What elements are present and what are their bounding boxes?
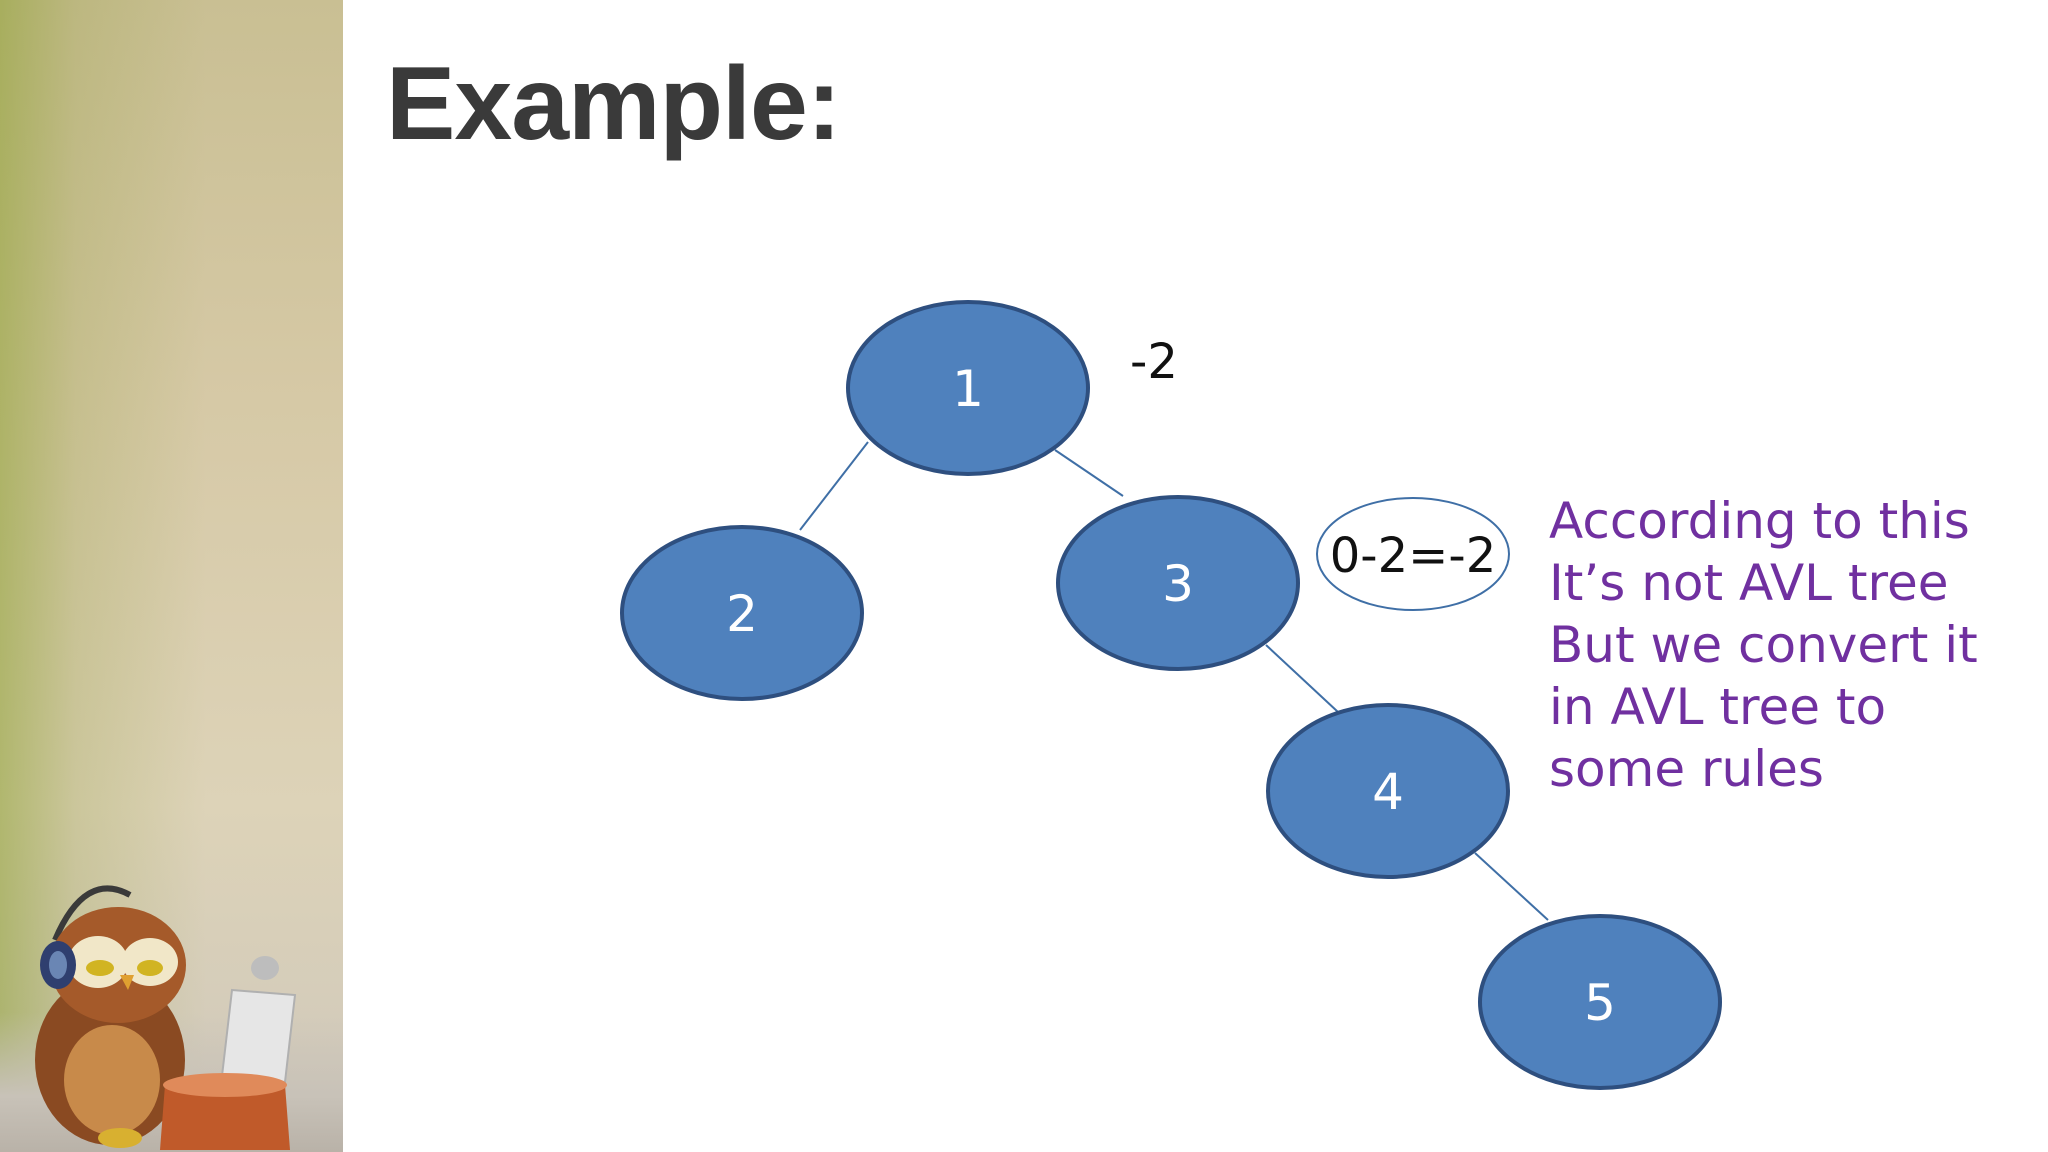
owl-figure-image: [35, 885, 297, 1150]
node-label: 1: [952, 360, 984, 418]
node-label: 2: [726, 585, 758, 643]
node-label: 5: [1584, 974, 1616, 1032]
edge-4-5: [1474, 852, 1549, 921]
root-balance-factor: -2: [1130, 334, 1178, 390]
explanation-note: According to this It’s not AVL tree But …: [1549, 490, 1978, 800]
note-line: in AVL tree to: [1549, 678, 1887, 736]
edge-1-2: [799, 441, 869, 531]
note-line: some rules: [1549, 740, 1824, 798]
tree-node-4: 4: [1266, 703, 1510, 879]
tree-node-2: 2: [620, 525, 864, 701]
tree-node-5: 5: [1478, 914, 1722, 1090]
slide-title: Example:: [386, 46, 841, 162]
note-line: It’s not AVL tree: [1549, 554, 1949, 612]
note-line: According to this: [1549, 492, 1970, 550]
edge-3-4: [1265, 644, 1339, 713]
tree-node-3: 3: [1056, 495, 1300, 671]
side-panel: [0, 0, 343, 1152]
node-label: 3: [1162, 555, 1194, 613]
balance-calculation: 0-2=-2: [1316, 497, 1510, 611]
tree-node-1: 1: [846, 300, 1090, 476]
node-label: 4: [1372, 763, 1404, 821]
balance-calculation-text: 0-2=-2: [1330, 528, 1496, 584]
edge-1-3: [1054, 449, 1124, 497]
note-line: But we convert it: [1549, 616, 1978, 674]
